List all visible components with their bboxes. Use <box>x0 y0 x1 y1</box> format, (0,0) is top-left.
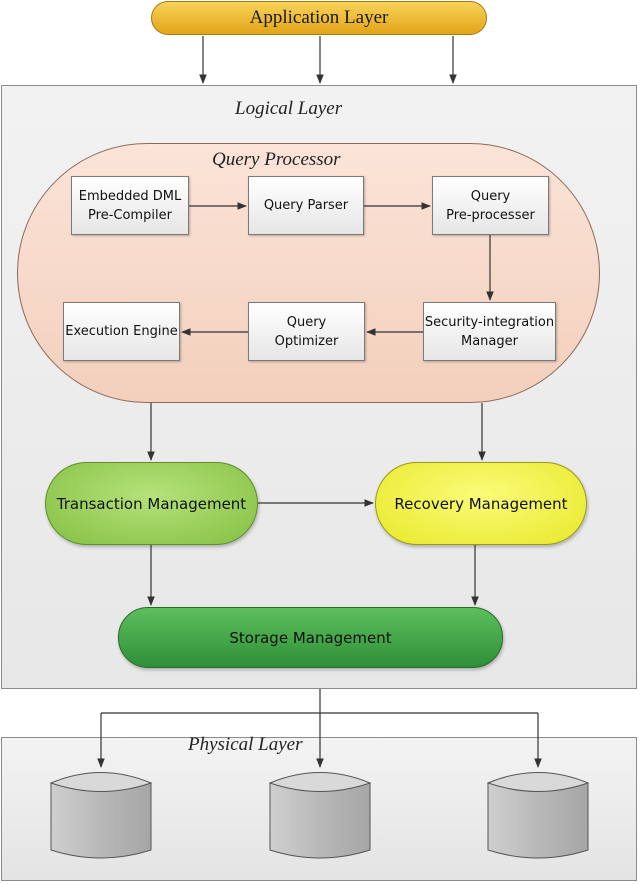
database-cylinder-3[interactable] <box>486 772 590 859</box>
query-optimizer-label: Query Optimizer <box>274 314 339 349</box>
storage-management-label: Storage Management <box>229 628 392 647</box>
transaction-management-node[interactable]: Transaction Management <box>45 462 258 545</box>
query-parser-label: Query Parser <box>263 198 349 213</box>
query-optimizer-box[interactable]: Query Optimizer <box>248 302 365 361</box>
storage-management-node[interactable]: Storage Management <box>118 607 503 668</box>
execution-engine-label: Execution Engine <box>65 324 178 339</box>
embedded-dml-precompiler-box[interactable]: Embedded DML Pre-Compiler <box>71 176 189 235</box>
query-parser-box[interactable]: Query Parser <box>248 176 364 235</box>
recovery-management-node[interactable]: Recovery Management <box>375 462 587 545</box>
security-integration-label: Security-integration Manager <box>424 314 555 349</box>
database-cylinder-1[interactable] <box>49 772 153 859</box>
query-preprocessor-box[interactable]: Query Pre-processer <box>432 176 549 235</box>
application-layer-label: Application Layer <box>249 7 389 28</box>
query-processor-title: Query Processor <box>212 149 341 170</box>
recovery-management-label: Recovery Management <box>394 494 568 513</box>
transaction-management-label: Transaction Management <box>56 494 247 513</box>
application-layer-node[interactable]: Application Layer <box>151 1 487 35</box>
embedded-dml-label: Embedded DML Pre-Compiler <box>78 188 182 223</box>
security-integration-manager-box[interactable]: Security-integration Manager <box>423 302 556 361</box>
logical-layer-title: Logical Layer <box>235 98 343 119</box>
physical-layer-title: Physical Layer <box>188 734 303 755</box>
execution-engine-box[interactable]: Execution Engine <box>63 302 180 361</box>
query-preprocessor-label: Query Pre-processer <box>446 188 535 223</box>
database-cylinder-2[interactable] <box>268 772 372 859</box>
